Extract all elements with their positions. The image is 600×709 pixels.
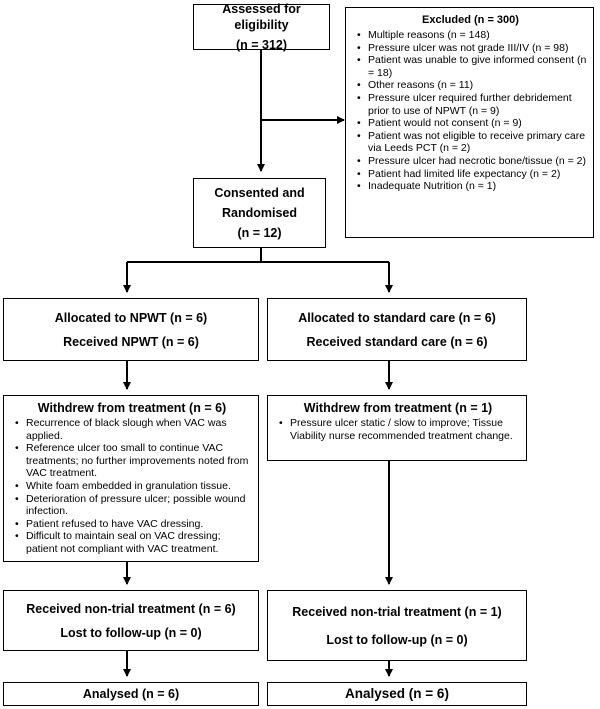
randomised-count: (n = 12) (237, 226, 282, 240)
npwt-analysed-box: Analysed (n = 6) (3, 682, 259, 706)
excluded-title: Excluded (n = 300) (422, 14, 519, 26)
npwt-allocation-box: Allocated to NPWT (n = 6) Received NPWT … (3, 298, 259, 361)
standard-withdrew-list: Pressure ulcer static / slow to improve;… (276, 417, 520, 442)
list-item: Difficult to maintain seal on VAC dressi… (15, 530, 252, 555)
assessed-box: Assessed for eligibility (n = 312) (193, 2, 330, 52)
standard-withdrew-title: Withdrew from treatment (n = 1) (303, 401, 493, 415)
assessed-count: (n = 312) (235, 38, 288, 52)
npwt-nontrial-box: Received non-trial treatment (n = 6) Los… (3, 590, 259, 651)
standard-nontrial-box: Received non-trial treatment (n = 1) Los… (267, 590, 527, 661)
list-item: Reference ulcer too small to continue VA… (15, 442, 252, 480)
npwt-lost: Lost to follow-up (n = 0) (60, 625, 202, 640)
list-item: Patient was not eligible to receive prim… (357, 130, 587, 155)
npwt-allocated: Allocated to NPWT (n = 6) (54, 310, 208, 325)
list-item: White foam embedded in granulation tissu… (15, 480, 252, 493)
excluded-list: Multiple reasons (n = 148) Pressure ulce… (354, 29, 587, 193)
npwt-nontrial: Received non-trial treatment (n = 6) (26, 601, 236, 616)
list-item: Inadequate Nutrition (n = 1) (357, 180, 587, 193)
standard-allocated: Allocated to standard care (n = 6) (298, 310, 496, 325)
standard-allocation-box: Allocated to standard care (n = 6) Recei… (267, 298, 527, 361)
list-item: Pressure ulcer was not grade III/IV (n =… (357, 42, 587, 55)
list-item: Pressure ulcer required further debridem… (357, 92, 587, 117)
list-item: Recurrence of black slough when VAC was … (15, 417, 252, 442)
npwt-withdrew-box: Withdrew from treatment (n = 6) Recurren… (3, 395, 259, 562)
list-item: Patient had limited life expectancy (n =… (357, 168, 587, 181)
standard-lost: Lost to follow-up (n = 0) (326, 632, 468, 647)
randomised-label-1: Consented and (214, 186, 305, 200)
randomised-label-2: Randomised (221, 206, 297, 220)
list-item: Pressure ulcer static / slow to improve;… (279, 417, 520, 442)
assessed-label: Assessed for eligibility (222, 2, 301, 32)
standard-received: Received standard care (n = 6) (306, 334, 488, 349)
list-item: Other reasons (n = 11) (357, 79, 587, 92)
npwt-received: Received NPWT (n = 6) (63, 334, 199, 349)
list-item: Pressure ulcer had necrotic bone/tissue … (357, 155, 587, 168)
standard-analysed: Analysed (n = 6) (345, 686, 449, 701)
list-item: Patient would not consent (n = 9) (357, 117, 587, 130)
npwt-analysed: Analysed (n = 6) (82, 687, 180, 701)
npwt-withdrew-list: Recurrence of black slough when VAC was … (12, 417, 252, 556)
standard-analysed-box: Analysed (n = 6) (267, 682, 527, 706)
standard-withdrew-box: Withdrew from treatment (n = 1) Pressure… (267, 395, 527, 461)
list-item: Patient was unable to give informed cons… (357, 54, 587, 79)
npwt-withdrew-title: Withdrew from treatment (n = 6) (37, 401, 227, 415)
standard-nontrial: Received non-trial treatment (n = 1) (292, 604, 502, 619)
excluded-box: Excluded (n = 300) Multiple reasons (n =… (345, 7, 594, 238)
list-item: Multiple reasons (n = 148) (357, 29, 587, 42)
list-item: Patient refused to have VAC dressing. (15, 518, 252, 531)
randomised-box: Consented and Randomised (n = 12) (193, 178, 326, 248)
list-item: Deterioration of pressure ulcer; possibl… (15, 493, 252, 518)
